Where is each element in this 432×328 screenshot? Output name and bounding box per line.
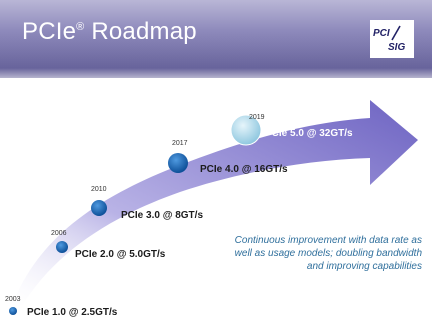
milestone-label: PCIe 5.0 @ 32GT/s — [265, 128, 353, 139]
milestone-dot-2019 — [230, 114, 262, 146]
slide-header — [0, 0, 432, 78]
logo-text-top: PCI — [373, 28, 390, 39]
pci-sig-logo: PCI SIG — [370, 20, 414, 58]
logo-text-bottom: SIG — [388, 42, 405, 53]
milestone-year: 2019 — [249, 114, 265, 121]
milestone-dot-2010 — [91, 200, 107, 216]
milestone-label: PCIe 1.0 @ 2.5GT/s — [27, 307, 118, 318]
milestone-dot-2017 — [168, 153, 188, 173]
milestone-dot-2006 — [56, 241, 68, 253]
roadmap-arrow — [14, 100, 418, 306]
milestone-dot-2003 — [9, 307, 17, 315]
milestone-year: 2010 — [91, 186, 107, 193]
milestone-label: PCIe 2.0 @ 5.0GT/s — [75, 249, 166, 260]
milestone-label: PCIe 4.0 @ 16GT/s — [200, 164, 288, 175]
milestone-year: 2006 — [51, 230, 67, 237]
roadmap-note: Continuous improvement with data rate as… — [234, 235, 422, 272]
slide-title: PCIe® Roadmap — [22, 18, 197, 45]
milestone-label: PCIe 3.0 @ 8GT/s — [121, 210, 204, 221]
milestone-year: 2017 — [172, 140, 188, 147]
milestone-year: 2003 — [5, 296, 21, 303]
